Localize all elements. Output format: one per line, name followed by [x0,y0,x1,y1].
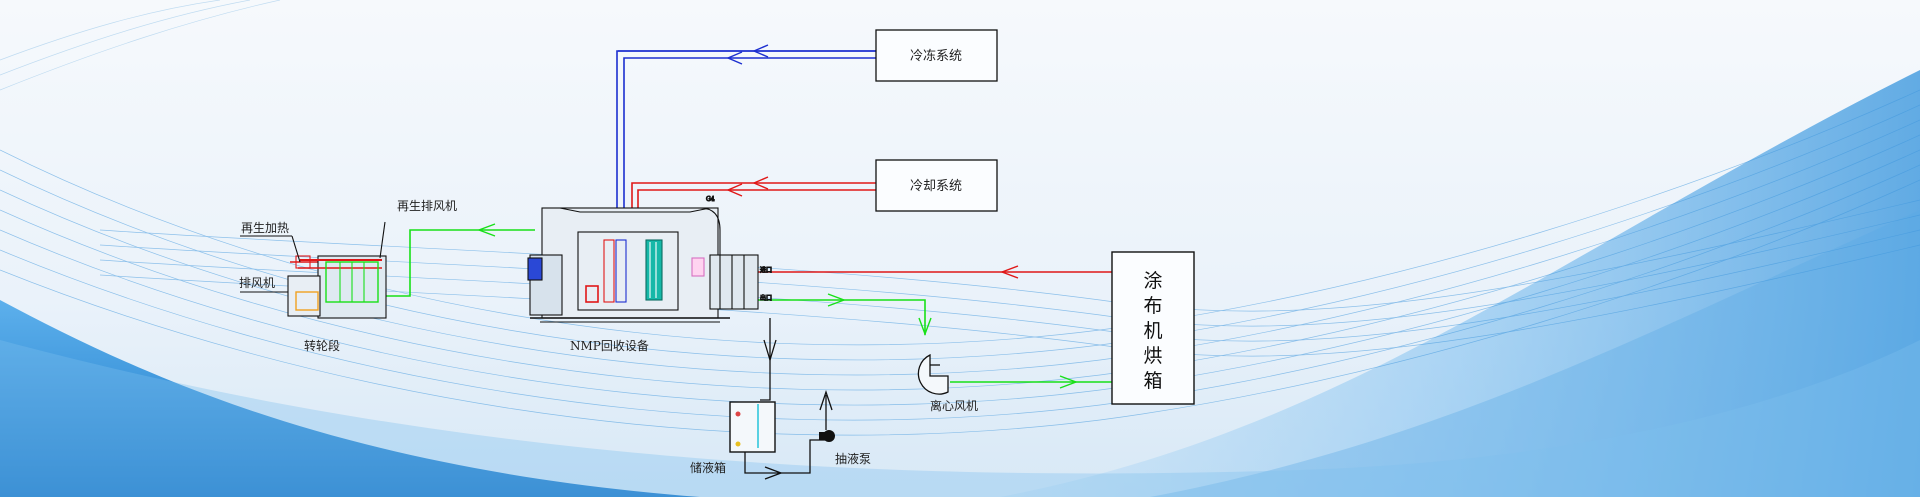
storage-tank-label: 储液箱 [690,460,726,475]
nmp-right-duct [709,254,759,310]
nmp-housing [541,207,719,319]
oven-char-3: 机 [1143,320,1162,342]
nmp-tag-in: 进口 [760,266,772,274]
rotor-wheel-section[interactable] [240,221,387,319]
left-wave [0,300,700,497]
centrifugal-fan[interactable] [917,353,949,395]
nmp-top-hood [559,207,711,213]
wheel-section-label: 转轮段 [304,338,340,353]
nmp-recovery-unit[interactable]: G4 进口 出口 [527,195,773,323]
storage-tank[interactable] [729,401,776,453]
right-wave [1000,70,1920,497]
hot-air-arrow [1000,265,1019,279]
nmp-red-block [585,285,599,303]
centrifugal-fan-label: 离心风机 [930,398,978,413]
oven-char-2: 布 [1143,295,1162,317]
freezing-system-box[interactable]: 冷冻系统 [875,29,998,82]
regen-heating-label: 再生加热 [241,221,289,235]
air-arrow-oven [1059,375,1078,389]
bottom-wave [0,340,1920,497]
oven-char-5: 箱 [1143,370,1162,392]
nmp-tag-g4: G4 [706,196,715,203]
chilled-arrow-1 [752,44,769,58]
cooling-arrow-1 [752,176,769,190]
drain-arrow [763,339,777,363]
nmp-coil-teal [645,239,663,301]
exhaust-fan-label: 排风机 [239,276,275,290]
pump-label: 抽液泵 [835,451,871,466]
oven-char-4: 烘 [1143,345,1162,367]
air-lines [386,223,1112,389]
air-arrow-down [918,317,932,336]
chilled-lines [616,44,876,250]
freezing-system-label: 冷冻系统 [910,48,962,64]
cooling-system-box[interactable]: 冷却系统 [875,159,998,212]
nmp-unit-label: NMP回收设备 [570,339,649,353]
wheel-orange-block [295,291,319,311]
chilled-arrow-2 [726,51,743,65]
nmp-pink-box [691,257,705,277]
liquid-lines [744,318,833,480]
coater-oven-box[interactable]: 涂 布 机 烘 箱 [1111,251,1195,405]
nmp-coil-blue [615,239,627,303]
air-arrow-regen [477,223,496,237]
wheel-fan [295,255,311,269]
nmp-tag-out: 出口 [760,294,772,302]
right-wave-front [1150,210,1920,497]
air-arrow-out [827,293,846,307]
oven-char-1: 涂 [1143,270,1162,292]
cooling-system-label: 冷却系统 [910,179,962,194]
cooling-arrow-2 [726,183,743,197]
nmp-blue-block [527,257,543,281]
tank-arrow [764,466,783,480]
pump-arrow [819,389,833,411]
top-left-lines [0,0,281,91]
pump[interactable] [819,430,835,442]
regen-exhaust-fan-label: 再生排风机 [397,199,457,213]
nmp-inner-chamber [577,231,679,311]
nmp-coil-red [603,239,615,303]
